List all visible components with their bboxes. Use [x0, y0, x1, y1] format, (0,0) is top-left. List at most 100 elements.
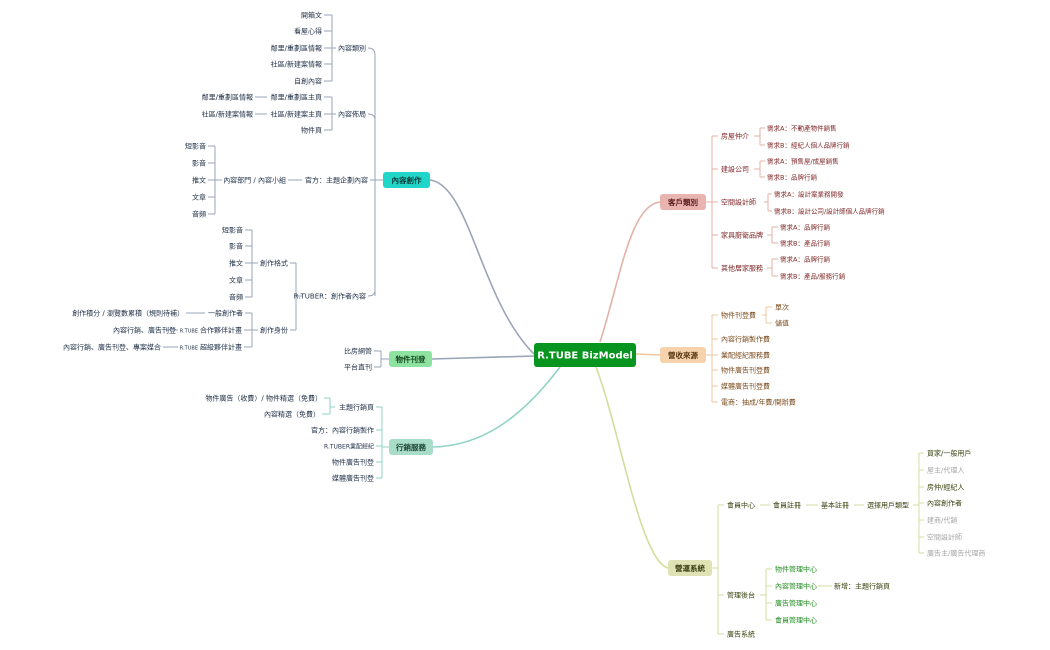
- admin-item-2[interactable]: 內容管理中心: [775, 582, 817, 591]
- customer-node[interactable]: [660, 194, 706, 210]
- cust-group-4-b[interactable]: 需求B：產品行銷: [780, 239, 830, 248]
- layout-neighborhood[interactable]: 鄰里/重劃區主頁: [271, 93, 322, 102]
- member-type-4[interactable]: 內容創作者: [927, 499, 962, 508]
- cust-group-5[interactable]: 其他居家服務: [721, 264, 763, 273]
- format-item-4[interactable]: 文章: [229, 276, 243, 285]
- revenue-item-5[interactable]: 電商：抽成/年費/開辦費: [721, 398, 796, 407]
- marketing-item-2[interactable]: R.TUBER業配經紀: [324, 443, 374, 451]
- type-item-2[interactable]: 看屋心得: [294, 27, 322, 36]
- content-node[interactable]: [383, 172, 430, 188]
- type-item-3[interactable]: 鄰里/重劃區情報: [271, 44, 322, 53]
- member-basic[interactable]: 基本註冊: [821, 501, 849, 510]
- link-customer-groups: [706, 135, 718, 269]
- listing-item-2[interactable]: 平台直刊: [344, 363, 372, 372]
- type-label[interactable]: 內容類別: [338, 44, 366, 53]
- link-cust-2: [754, 160, 765, 178]
- cust-group-1-b[interactable]: 需求B：經紀人個人品牌行銷: [767, 141, 850, 150]
- cust-group-2-a[interactable]: 需求A：預售屋/成屋銷售: [767, 157, 839, 166]
- cust-group-4-a[interactable]: 需求A：品牌行銷: [780, 223, 830, 232]
- cust-group-1[interactable]: 房屋仲介: [721, 132, 749, 141]
- marketing-topic-item-1[interactable]: 物件廣告（收費）/ 物件精選（免費）: [205, 394, 322, 403]
- link-cust-1: [754, 127, 765, 146]
- official-item-1[interactable]: 短影音: [185, 142, 206, 151]
- identity-general-child[interactable]: 創作積分 / 瀏覽數累積（規則待補）: [72, 309, 184, 318]
- layout-property[interactable]: 物件頁: [301, 126, 322, 135]
- layout-label[interactable]: 內容佈局: [338, 110, 366, 119]
- member-type-2[interactable]: 屋主/代理人: [927, 466, 964, 475]
- revenue-item-1[interactable]: 內容行銷製作費: [721, 335, 770, 344]
- cust-group-2-b[interactable]: 需求B：品牌行銷: [767, 173, 817, 182]
- official-label[interactable]: 官方：主題企劃內容: [305, 176, 368, 185]
- official-item-4[interactable]: 文章: [192, 193, 206, 202]
- revenue-listing-fee-2[interactable]: 儲值: [775, 319, 789, 328]
- marketing-node[interactable]: [389, 439, 433, 455]
- identity-general[interactable]: 一般創作者: [208, 309, 243, 318]
- format-item-2[interactable]: 影音: [229, 242, 243, 251]
- marketing-item-1[interactable]: 官方：內容行銷製作: [311, 426, 374, 435]
- cust-group-5-a[interactable]: 需求A：品牌行銷: [780, 255, 830, 264]
- marketing-item-4[interactable]: 媒體廣告刊登: [332, 474, 374, 483]
- layout-community-child[interactable]: 社區/新建案情報: [202, 110, 253, 119]
- listing-item-1[interactable]: 比房網管: [344, 347, 372, 356]
- admin-new-topic[interactable]: 新增：主題行銷頁: [834, 582, 890, 591]
- cust-group-2[interactable]: 建設公司: [721, 165, 749, 174]
- admin-backend[interactable]: 管理後台: [727, 591, 755, 600]
- cust-group-1-a[interactable]: 需求A：不動產物件銷售: [767, 124, 836, 133]
- revenue-listing-fee[interactable]: 物件刊登費: [721, 311, 756, 320]
- identity-super-child[interactable]: 內容行銷、廣告刊登、專案媒合: [63, 343, 161, 352]
- revenue-node[interactable]: [660, 347, 706, 363]
- identity-label[interactable]: 創作身份: [260, 326, 288, 335]
- link-root-system: [595, 366, 669, 569]
- member-select-type[interactable]: 選擇用戶類型: [867, 501, 909, 510]
- member-type-3[interactable]: 房仲/經紀人: [927, 483, 964, 492]
- format-label[interactable]: 創作格式: [260, 259, 288, 268]
- marketing-item-3[interactable]: 物件廣告刊登: [332, 458, 374, 467]
- official-item-2[interactable]: 影音: [192, 159, 206, 168]
- admin-item-3[interactable]: 廣告管理中心: [775, 599, 817, 608]
- cust-group-3[interactable]: 空間設計師: [721, 198, 756, 207]
- official-dept[interactable]: 內容部門 / 內容小組: [223, 176, 286, 185]
- admin-item-1[interactable]: 物件管理中心: [775, 565, 817, 574]
- cust-group-3-a[interactable]: 需求A：設計案業務開發: [774, 190, 844, 199]
- identity-partner-child[interactable]: 內容行銷、廣告刊登: [113, 326, 176, 335]
- member-type-5[interactable]: 建商/代銷: [927, 516, 957, 525]
- marketing-topic-item-2[interactable]: 內容精選（免費）: [264, 410, 320, 419]
- revenue-item-4[interactable]: 媒體廣告刊登費: [721, 382, 770, 391]
- member-register[interactable]: 會員註冊: [773, 501, 801, 510]
- identity-super-prefix: R.TUBE: [180, 346, 198, 352]
- official-item-3[interactable]: 推文: [192, 176, 206, 185]
- listing-node[interactable]: [389, 351, 432, 367]
- marketing-topic[interactable]: 主題行銷頁: [339, 403, 374, 412]
- link-to-creator: [367, 289, 376, 297]
- member-center[interactable]: 會員中心: [727, 501, 755, 510]
- admin-item-4[interactable]: 會員管理中心: [775, 616, 817, 625]
- creator-label[interactable]: R.TUBER：創作者內容: [294, 292, 366, 301]
- cust-group-5-b[interactable]: 需求B：產品/服務行銷: [780, 272, 846, 281]
- cust-group-3-b[interactable]: 需求B：設計公司/設計師個人品牌行銷: [774, 207, 885, 216]
- format-item-5[interactable]: 音頻: [229, 293, 243, 302]
- listing-label: 物件刊登: [396, 354, 426, 364]
- revenue-listing-fee-1[interactable]: 單次: [775, 303, 789, 312]
- layout-community[interactable]: 社區/新建案主頁: [271, 110, 322, 119]
- type-item-1[interactable]: 開箱文: [301, 11, 322, 20]
- ads-system[interactable]: 廣告系統: [727, 630, 755, 639]
- identity-partner[interactable]: 合作夥伴計畫: [200, 326, 242, 335]
- cust-group-4[interactable]: 家具廚衛品牌: [721, 231, 763, 240]
- layout-neighborhood-child[interactable]: 鄰里/重劃區情報: [202, 93, 253, 102]
- system-node[interactable]: [668, 560, 712, 576]
- link-layout-items: [324, 96, 336, 131]
- member-type-6[interactable]: 空間設計師: [927, 533, 962, 542]
- root-node[interactable]: [534, 343, 636, 367]
- revenue-item-2[interactable]: 業配經紀服務費: [721, 351, 770, 360]
- member-type-1[interactable]: 買家/一般用戶: [927, 449, 971, 458]
- format-item-1[interactable]: 短影音: [222, 226, 243, 235]
- type-item-4[interactable]: 社區/新建案情報: [271, 60, 322, 69]
- type-item-5[interactable]: 自創內容: [294, 77, 322, 86]
- format-item-3[interactable]: 推文: [229, 259, 243, 268]
- link-topic-items: [322, 397, 335, 415]
- official-item-5[interactable]: 音頻: [192, 210, 206, 219]
- identity-super[interactable]: 超級夥伴計畫: [200, 343, 242, 352]
- revenue-item-3[interactable]: 物件廣告刊登費: [721, 366, 770, 375]
- member-type-7[interactable]: 廣告主/廣告代理商: [927, 549, 985, 558]
- link-root-revenue: [635, 353, 661, 356]
